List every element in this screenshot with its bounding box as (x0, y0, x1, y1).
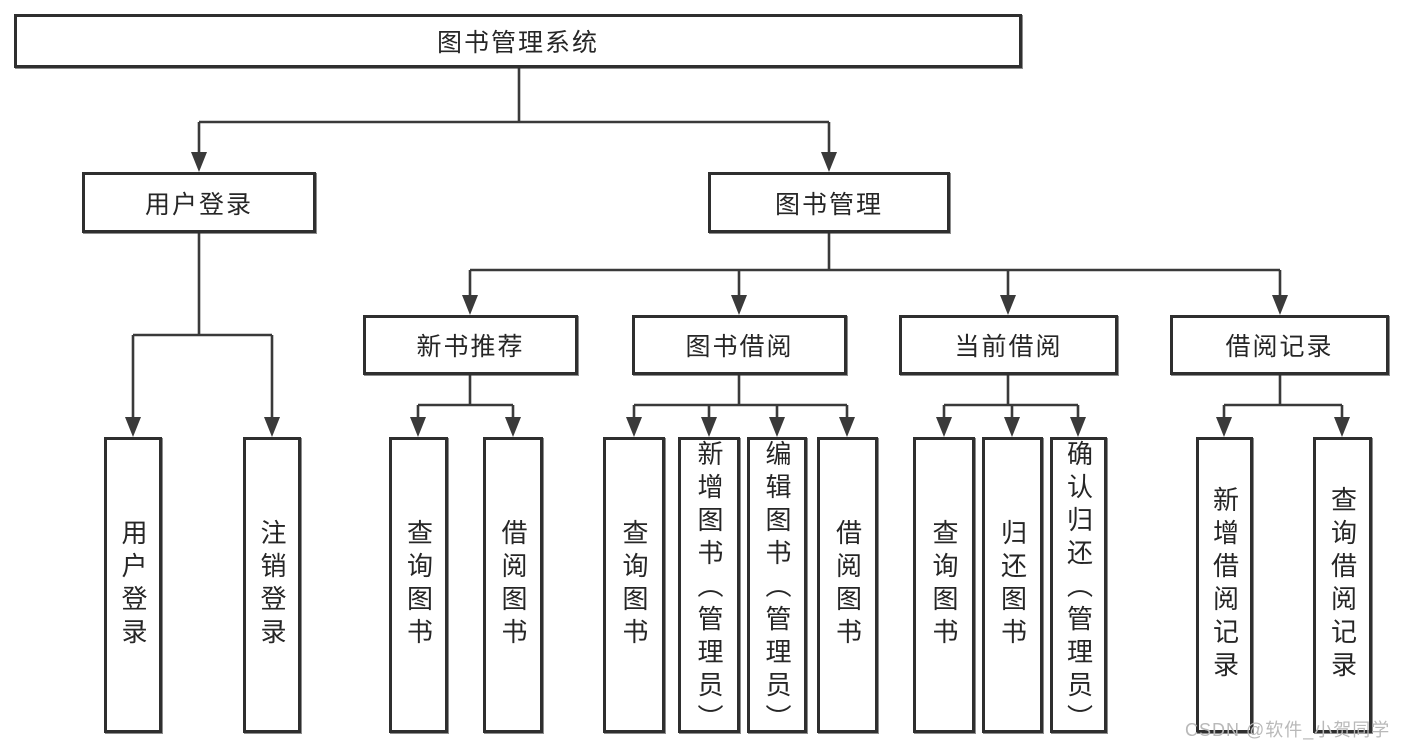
arrowhead (626, 417, 642, 437)
leaf-label: 编辑图书（管理员） (762, 440, 792, 737)
leaf-label: 新增图书（管理员） (694, 440, 724, 737)
node-label: 新书推荐 (416, 333, 525, 361)
node-label: 借阅记录 (1225, 333, 1334, 361)
arrowhead (1216, 417, 1232, 437)
arrowhead (1000, 295, 1016, 315)
leaf-label: 用户登录 (118, 519, 148, 651)
leaf-query-books-newrec: 查询图书 (389, 437, 448, 733)
node-label: 当前借阅 (954, 333, 1063, 361)
leaf-query-books-borrow: 查询图书 (603, 437, 665, 733)
node-label: 用户登录 (144, 190, 253, 219)
leaf-label: 借阅图书 (832, 519, 863, 651)
leaf-add-borrow-record: 新增借阅记录 (1196, 437, 1253, 733)
leaf-label: 注销登录 (257, 519, 287, 651)
leaf-label: 借阅图书 (498, 519, 528, 651)
leaf-edit-books-admin: 编辑图书（管理员） (747, 437, 807, 737)
arrowhead (1272, 295, 1288, 315)
leaf-label: 确认归还（管理员） (1063, 440, 1094, 737)
node-current-borrowing: 当前借阅 (899, 315, 1118, 375)
arrowhead (505, 417, 521, 437)
arrowhead (731, 295, 747, 315)
leaf-label: 查询图书 (403, 519, 434, 651)
arrowhead (1070, 417, 1086, 437)
leaf-confirm-return-admin: 确认归还（管理员） (1050, 437, 1107, 737)
arrowhead (1004, 417, 1020, 437)
arrowhead (936, 417, 952, 437)
arrowhead (264, 417, 280, 437)
arrowhead (191, 152, 207, 172)
arrowhead (701, 417, 717, 437)
arrowheads (125, 152, 1350, 437)
arrowhead (821, 152, 837, 172)
leaf-label: 查询借阅记录 (1327, 486, 1358, 684)
arrowhead (410, 417, 426, 437)
node-book-borrowing: 图书借阅 (632, 315, 847, 375)
leaf-return-books: 归还图书 (982, 437, 1043, 733)
arrowhead (839, 417, 855, 437)
node-book-management: 图书管理 (708, 172, 950, 233)
node-borrowing-records: 借阅记录 (1170, 315, 1389, 375)
node-label: 图书管理 (774, 190, 883, 219)
node-label: 图书借阅 (685, 333, 794, 361)
node-library-management-system: 图书管理系统 (14, 14, 1022, 68)
arrowhead (1334, 417, 1350, 437)
node-new-book-recommend: 新书推荐 (363, 315, 578, 375)
leaf-label: 查询图书 (619, 519, 649, 651)
watermark-text: CSDN @软件_小贺同学 (1185, 720, 1391, 740)
node-user-login: 用户登录 (82, 172, 316, 233)
leaf-label: 新增借阅记录 (1209, 486, 1240, 684)
leaf-user-login: 用户登录 (104, 437, 162, 733)
arrowhead (769, 417, 785, 437)
node-label: 图书管理系统 (436, 29, 599, 57)
arrowhead (125, 417, 141, 437)
leaf-logout-login: 注销登录 (243, 437, 301, 733)
leaf-borrow-books-newrec: 借阅图书 (483, 437, 543, 733)
leaf-add-books-admin: 新增图书（管理员） (678, 437, 740, 737)
leaf-label: 归还图书 (997, 519, 1028, 651)
leaf-label: 查询图书 (929, 519, 959, 651)
leaf-query-borrow-record: 查询借阅记录 (1313, 437, 1372, 733)
leaf-borrow-books-borrow: 借阅图书 (817, 437, 878, 733)
arrowhead (462, 295, 478, 315)
leaf-query-books-current: 查询图书 (913, 437, 975, 733)
